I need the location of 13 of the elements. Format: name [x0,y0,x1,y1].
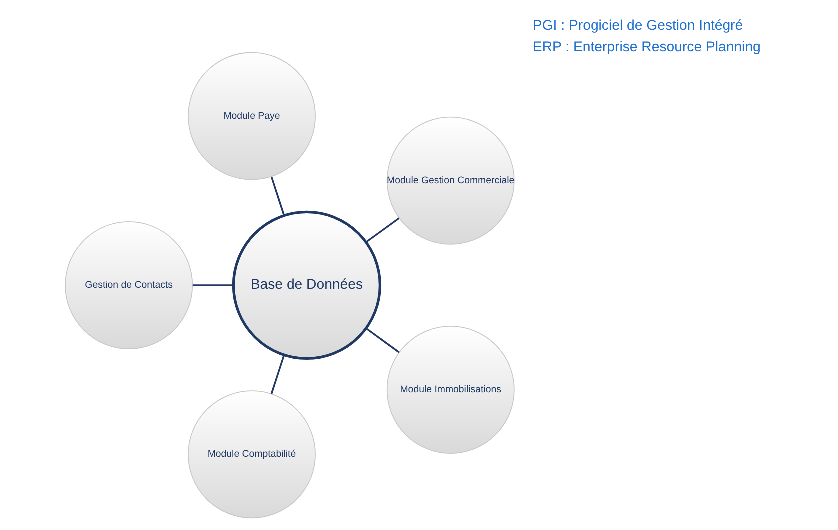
node-circle: Module Comptabilité [187,390,316,519]
connector [365,218,400,244]
label: ERP : Enterprise Resource Planning [532,38,760,54]
connector [270,354,285,394]
node-circle: Base de Données [232,210,382,360]
label: PGI : Progiciel de Gestion Intégré [532,17,743,34]
node-circle: Module Paye [187,52,316,180]
connector [270,176,285,216]
connector [365,328,400,354]
connector [192,284,234,286]
node-circle: Module Immobilisations [386,326,514,454]
node-circle: Gestion de Contacts [64,221,193,350]
node-circle: Module Gestion Commerciale [386,116,514,245]
